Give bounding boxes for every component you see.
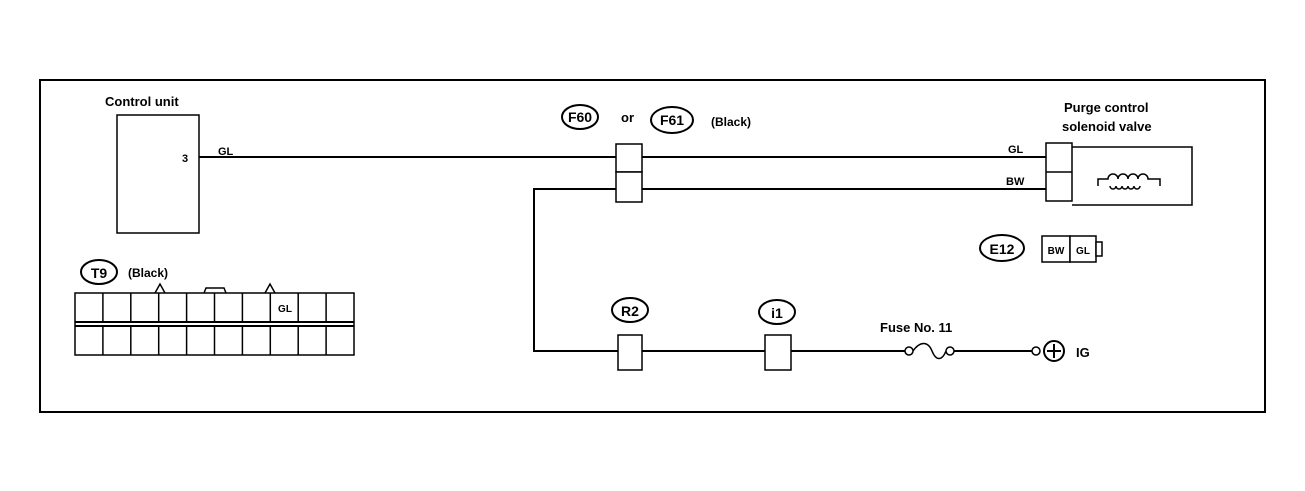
r2-tag: R2: [611, 297, 649, 323]
wire-gl-right-label: GL: [1008, 144, 1024, 156]
t9-connector-face: GL: [74, 282, 355, 356]
solenoid-coil-icon: [1097, 173, 1161, 186]
f61-tag: F61: [650, 106, 694, 134]
e12-pin-gl: GL: [1076, 246, 1090, 257]
wire-bw-right-label: BW: [1006, 176, 1025, 188]
e12-tag: E12: [979, 234, 1025, 262]
or-text: or: [621, 110, 634, 125]
t9-color: (Black): [128, 266, 168, 280]
f61-color: (Black): [711, 115, 751, 129]
f60-connector-top: [615, 143, 643, 173]
f60-connector-bottom: [615, 171, 643, 203]
control-unit-title: Control unit: [105, 94, 179, 109]
valve-title-line1: Purge control: [1064, 100, 1149, 115]
i1-tag: i1: [758, 299, 796, 325]
i1-label: i1: [771, 305, 783, 321]
wire-gl-left-label: GL: [218, 146, 234, 158]
power-plus-icon: [1043, 340, 1065, 362]
fuse-label: Fuse No. 11: [880, 320, 952, 335]
diagram-frame: [39, 79, 1266, 413]
i1-connector: [764, 334, 792, 371]
fuse-icon: [904, 342, 955, 360]
e12-connector-face: BW GL: [1041, 235, 1103, 263]
t9-tag: T9: [80, 259, 118, 285]
f60-tag: F60: [561, 104, 599, 130]
r2-label: R2: [621, 303, 639, 319]
bw-wire-left: [533, 188, 618, 352]
control-unit-box: [116, 114, 200, 234]
e12-label: E12: [990, 241, 1015, 257]
f60-label: F60: [568, 109, 592, 125]
terminal-icon: [1031, 346, 1041, 356]
t9-label: T9: [91, 265, 108, 281]
f61-label: F61: [660, 112, 684, 128]
control-unit-pin: 3: [182, 153, 188, 165]
e12-pin-bw: BW: [1048, 246, 1065, 257]
solenoid-valve: [1045, 142, 1193, 206]
r2-connector: [617, 334, 643, 371]
t9-pin-gl: GL: [278, 304, 292, 315]
valve-title-line2: solenoid valve: [1062, 119, 1152, 134]
power-label: IG: [1076, 345, 1090, 360]
